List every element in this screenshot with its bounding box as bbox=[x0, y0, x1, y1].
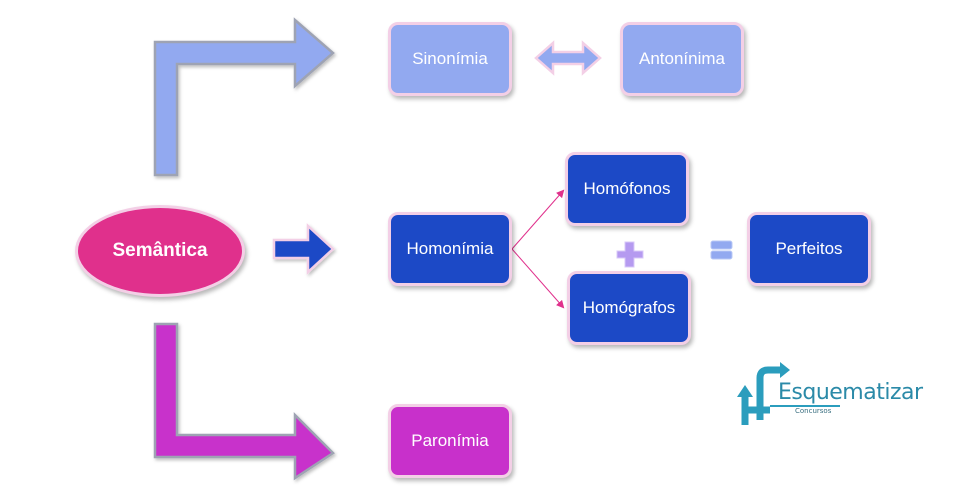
node-label: Sinonímia bbox=[412, 49, 488, 68]
node-label: Homófonos bbox=[583, 179, 671, 198]
node-homofonos: Homófonos bbox=[565, 152, 689, 226]
connector-line-homofonos bbox=[511, 189, 565, 250]
root-node-semantica: Semântica bbox=[75, 205, 245, 297]
bent-arrow-down-right bbox=[153, 322, 335, 481]
equals-icon-bottom bbox=[710, 250, 733, 260]
node-label: Paronímia bbox=[411, 431, 489, 450]
connector-line-homografos bbox=[511, 248, 565, 309]
node-antoninima: Antonínima bbox=[620, 22, 744, 96]
node-homografos: Homógrafos bbox=[567, 271, 691, 345]
node-label: Homonímia bbox=[406, 239, 494, 258]
root-node-label: Semântica bbox=[112, 240, 208, 261]
equals-icon-top bbox=[710, 240, 733, 250]
node-sinonimia: Sinonímia bbox=[388, 22, 512, 96]
double-arrow-icon bbox=[534, 40, 602, 76]
logo-subtitle: Concursos bbox=[795, 407, 832, 415]
node-label: Antonínima bbox=[639, 49, 725, 68]
plus-icon bbox=[616, 241, 644, 268]
node-label: Perfeitos bbox=[775, 239, 843, 258]
node-paronimia: Paronímia bbox=[388, 404, 512, 478]
logo-name: Esquematizar bbox=[778, 380, 923, 405]
node-perfeitos: Perfeitos bbox=[747, 212, 871, 286]
node-label: Homógrafos bbox=[582, 298, 676, 317]
node-homonimia: Homonímia bbox=[388, 212, 512, 286]
bent-arrow-up-right bbox=[153, 17, 335, 177]
arrow-right bbox=[272, 223, 335, 275]
logo-icon bbox=[741, 366, 780, 425]
